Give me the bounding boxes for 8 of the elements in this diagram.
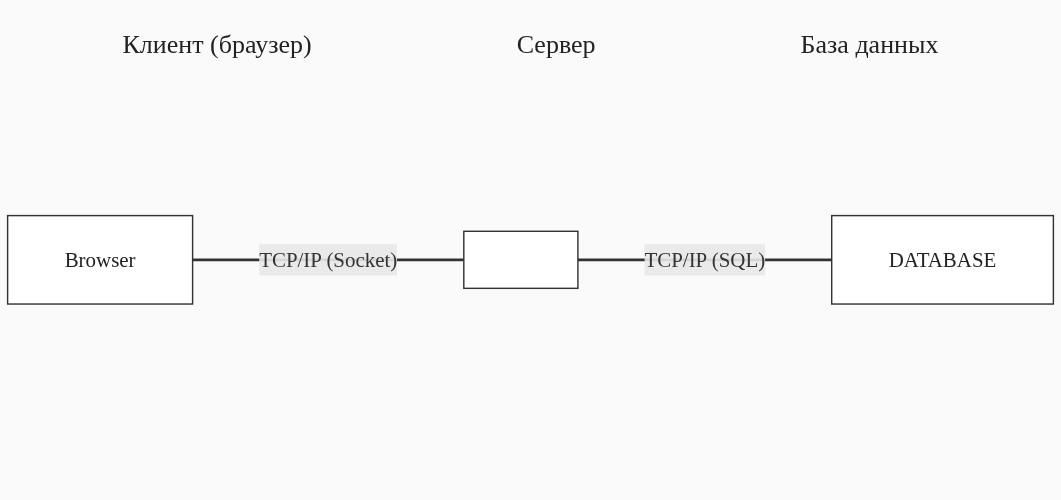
node-box (463, 230, 579, 290)
node-box: DATABASE (831, 215, 1055, 305)
column-heading: База данных (800, 30, 939, 60)
edge-label: TCP/IP (SQL) (644, 248, 766, 272)
edge-label: TCP/IP (Socket) (259, 248, 398, 272)
node-box: Browser (6, 215, 194, 305)
column-heading: Сервер (516, 30, 596, 60)
column-heading: Клиент (браузер) (122, 30, 312, 60)
